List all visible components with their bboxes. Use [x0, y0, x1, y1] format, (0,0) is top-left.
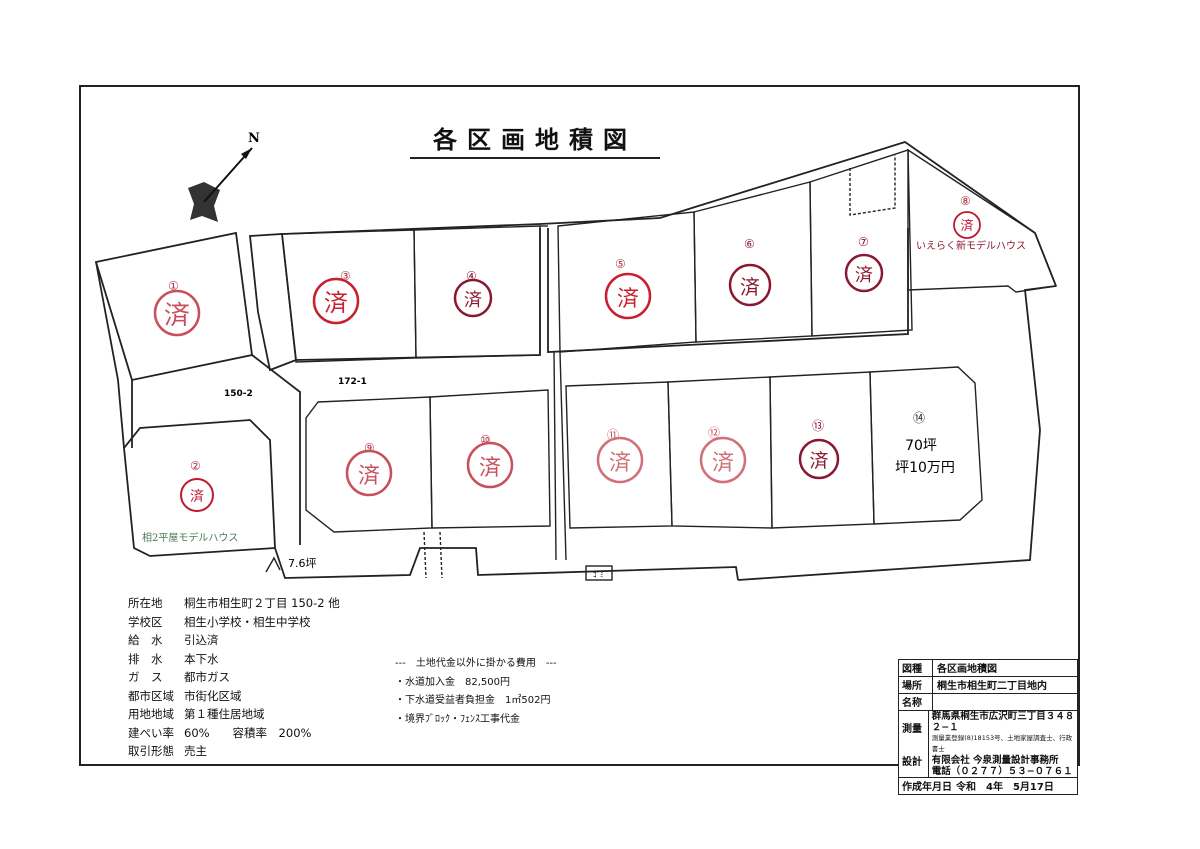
- sold-stamp: 済: [740, 275, 760, 299]
- lot-14[interactable]: ⑭ 70坪 坪10万円: [895, 411, 955, 476]
- lot-number: ②: [190, 459, 201, 473]
- model-house-label: いえらく新モデルハウス: [916, 239, 1026, 252]
- lot-price: 坪10万円: [895, 460, 955, 476]
- title-block: 図種各区画地積図 場所桐生市相生町二丁目地内 名称 測量 設計 群馬県桐生市広沢…: [898, 659, 1078, 795]
- lot-7[interactable]: ⑦ 済: [844, 235, 884, 293]
- sold-stamp: 済: [712, 451, 734, 476]
- lot-number: ⑫: [708, 426, 720, 440]
- lot-number: ④: [466, 269, 477, 283]
- info-row: 排 水本下水: [128, 651, 219, 666]
- lot-number: ⑦: [858, 235, 869, 249]
- lot-number: ⑨: [364, 441, 375, 455]
- property-info: 所在地桐生市相生町２丁目 150-2 他 学校区相生小学校・相生中学校 給 水引…: [128, 594, 340, 761]
- lot-number: ⑧: [960, 194, 971, 208]
- lot-2[interactable]: ② 済 相2平屋モデルハウス: [142, 459, 238, 544]
- cost-item: ・下水道受益者負担金 1㎡502円: [395, 695, 551, 706]
- info-row: 給 水引込済: [128, 633, 219, 647]
- cost-item: ・水道加入金 82,500円: [395, 676, 510, 688]
- lot-5[interactable]: ⑤ 済: [604, 257, 652, 320]
- sold-stamp: 済: [617, 287, 639, 312]
- sold-stamp: 済: [190, 489, 204, 505]
- lot-number: ⑬: [812, 419, 824, 433]
- sold-stamp: 済: [960, 218, 973, 234]
- lot-9[interactable]: ⑨ 済: [345, 441, 393, 497]
- lot-grid-top: [281, 148, 1057, 363]
- info-row: 所在地桐生市相生町２丁目 150-2 他: [128, 596, 340, 610]
- sold-stamp: 済: [809, 450, 828, 472]
- info-row: 用地地域第１種住居地域: [128, 707, 265, 721]
- extra-costs: --- 土地代金以外に掛かる費用 --- ・水道加入金 82,500円 ・下水道…: [395, 655, 557, 729]
- parcel-outline: [94, 141, 1057, 581]
- north-arrow-icon: N: [188, 131, 260, 222]
- lot-number: ③: [340, 269, 351, 283]
- costs-header: --- 土地代金以外に掛かる費用 ---: [395, 658, 557, 669]
- gomi-label: ｺﾞﾐ: [593, 571, 604, 579]
- lot-number: ①: [168, 279, 179, 293]
- info-row: 都市区域市街化区域: [128, 688, 242, 703]
- lot-13[interactable]: ⑬ 済: [798, 419, 840, 480]
- road-label-172-1: 172-1: [338, 377, 367, 387]
- lot-number: ⑥: [744, 237, 755, 251]
- lot-12[interactable]: ⑫ 済: [699, 426, 747, 484]
- lot-area: 70坪: [905, 438, 937, 454]
- lot-8[interactable]: ⑧ 済 いえらく新モデルハウス: [916, 194, 1026, 252]
- sold-stamp: 済: [164, 301, 190, 331]
- lot-6[interactable]: ⑥ 済: [728, 237, 772, 307]
- lot-3[interactable]: ③ 済: [312, 269, 360, 325]
- info-row: ガ ス都市ガス: [128, 670, 230, 684]
- sold-stamp: 済: [358, 464, 380, 489]
- lot-grid-bottom: [265, 351, 983, 581]
- model-house-label: 相2平屋モデルハウス: [142, 531, 238, 544]
- sold-stamp: 済: [609, 451, 631, 476]
- sold-stamp: 済: [464, 290, 482, 311]
- lot-10[interactable]: ⑩ 済: [466, 433, 514, 489]
- lot-number: ⑤: [615, 257, 626, 271]
- sold-stamp: 済: [479, 456, 501, 481]
- lot-number: ⑩: [480, 433, 491, 447]
- sold-stamp: 済: [324, 289, 348, 317]
- lot-4[interactable]: ④ 済: [453, 269, 493, 318]
- lot-11[interactable]: ⑪ 済: [596, 428, 644, 484]
- info-row: 取引形態売主: [128, 744, 207, 758]
- north-label: N: [248, 131, 260, 146]
- map-title: 各区画地積図: [410, 120, 660, 159]
- sold-stamp: 済: [855, 265, 873, 286]
- info-row: 学校区相生小学校・相生中学校: [128, 614, 311, 629]
- road-label-150-2: 150-2: [224, 389, 253, 399]
- drawing-frame: [79, 85, 1080, 766]
- lot-number: ⑭: [913, 411, 925, 425]
- corner-area-label: 7.6坪: [288, 557, 317, 570]
- cost-item: ・境界ﾌﾞﾛｯｸ・ﾌｪﾝｽ工事代金: [395, 713, 520, 725]
- lot-1[interactable]: ① 済: [153, 279, 201, 337]
